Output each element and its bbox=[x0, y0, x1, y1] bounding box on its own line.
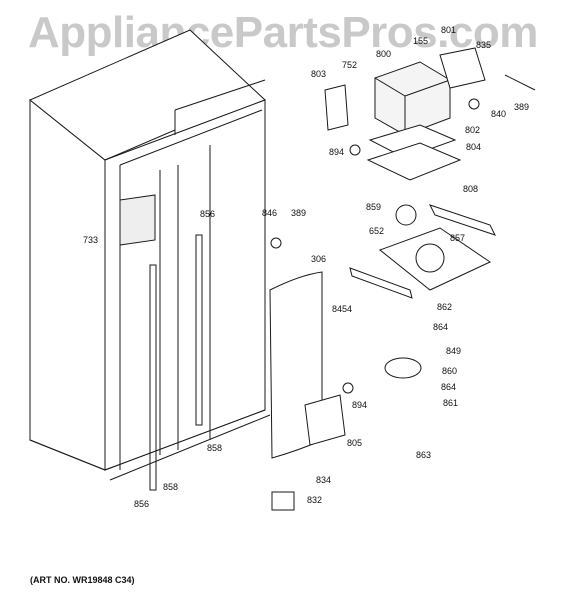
part-label-835: 835 bbox=[476, 40, 491, 50]
part-label-856: 856 bbox=[200, 209, 215, 219]
panel-805 bbox=[304, 394, 346, 446]
part-label-805: 805 bbox=[347, 438, 362, 448]
strip-808 bbox=[429, 204, 496, 236]
cover-801 bbox=[439, 47, 486, 89]
part-label-861: 861 bbox=[443, 398, 458, 408]
part-label-8454: 8454 bbox=[332, 304, 352, 314]
part-label-800: 800 bbox=[376, 49, 391, 59]
part-label-858: 858 bbox=[207, 443, 222, 453]
strip-856-right bbox=[195, 234, 203, 426]
part-label-652: 652 bbox=[369, 226, 384, 236]
part-label-834: 834 bbox=[316, 475, 331, 485]
part-label-849: 849 bbox=[446, 346, 461, 356]
part-label-733: 733 bbox=[83, 235, 98, 245]
part-label-894: 894 bbox=[352, 400, 367, 410]
part-label-864: 864 bbox=[433, 322, 448, 332]
part-label-858: 858 bbox=[163, 482, 178, 492]
part-label-832: 832 bbox=[307, 495, 322, 505]
part-label-752: 752 bbox=[342, 60, 357, 70]
evaporator-800 bbox=[374, 61, 451, 136]
part-label-864: 864 bbox=[441, 382, 456, 392]
clip-832 bbox=[271, 491, 295, 511]
part-894-top bbox=[349, 144, 361, 156]
part-label-863: 863 bbox=[416, 450, 431, 460]
part-label-389: 389 bbox=[514, 102, 529, 112]
part-label-846: 846 bbox=[262, 208, 277, 218]
part-label-155: 155 bbox=[413, 36, 428, 46]
part-389-wire bbox=[504, 74, 536, 91]
part-label-808: 808 bbox=[463, 184, 478, 194]
tray-804-bottom bbox=[366, 142, 462, 181]
part-894-bottom bbox=[342, 382, 354, 394]
cabinet-shell bbox=[29, 29, 271, 481]
plate-hole bbox=[415, 243, 445, 273]
part-label-857: 857 bbox=[450, 233, 465, 243]
watermark-text: AppliancePartsPros.com bbox=[28, 8, 538, 57]
part-labels: 801 155 800 835 752 803 389 840 802 894 804 808 859 8… bbox=[83, 25, 529, 509]
part-label-862: 862 bbox=[437, 302, 452, 312]
bar-8454 bbox=[349, 267, 413, 299]
part-label-894: 894 bbox=[329, 147, 344, 157]
part-label-306: 306 bbox=[311, 254, 326, 264]
part-label-860: 860 bbox=[442, 366, 457, 376]
part-label-801: 801 bbox=[441, 25, 456, 35]
motor-860 bbox=[384, 357, 422, 379]
plate-857 bbox=[378, 227, 492, 291]
part-label-859: 859 bbox=[366, 202, 381, 212]
art-number: (ART NO. WR19848 C34) bbox=[30, 575, 135, 585]
strip-856-left bbox=[149, 264, 157, 491]
part-label-840: 840 bbox=[491, 109, 506, 119]
part-label-389: 389 bbox=[291, 208, 306, 218]
part-label-802: 802 bbox=[465, 125, 480, 135]
part-846 bbox=[270, 237, 282, 249]
part-label-804: 804 bbox=[466, 142, 481, 152]
fan-859 bbox=[395, 204, 417, 226]
bracket-803 bbox=[324, 84, 349, 131]
part-label-803: 803 bbox=[311, 69, 326, 79]
part-840 bbox=[468, 98, 480, 110]
part-label-856: 856 bbox=[134, 499, 149, 509]
